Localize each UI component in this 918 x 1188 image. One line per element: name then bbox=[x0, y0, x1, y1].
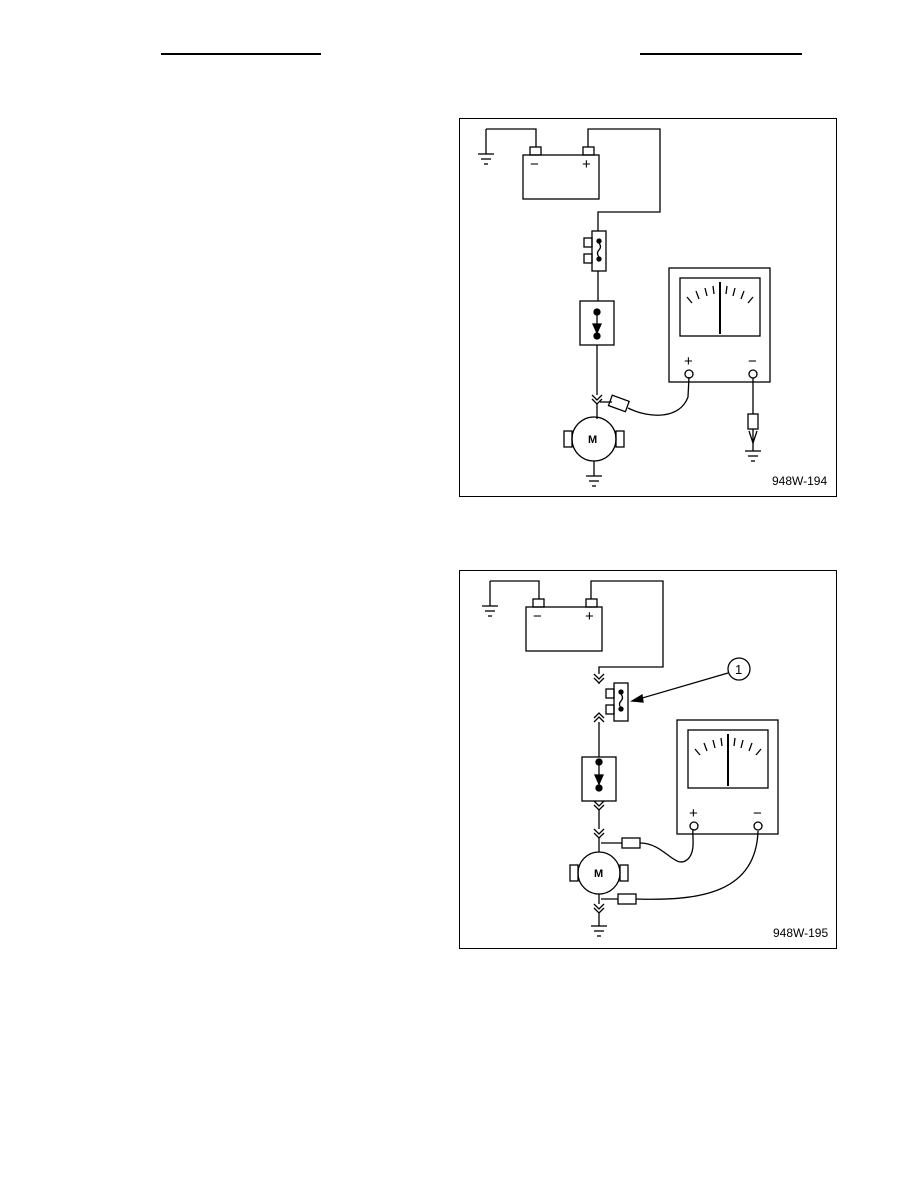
meter-plus-label: + bbox=[689, 805, 698, 822]
battery-minus-label: − bbox=[530, 156, 539, 173]
test-lead-negative bbox=[745, 378, 761, 462]
ground-symbol-battery bbox=[482, 581, 498, 617]
figure-948w-194: − + bbox=[459, 118, 837, 497]
callout-1: 1 bbox=[629, 657, 751, 703]
meter-minus-label: − bbox=[753, 805, 762, 822]
meter-minus-label: − bbox=[748, 353, 757, 370]
motor-icon: M bbox=[569, 851, 629, 895]
header-rule-right bbox=[640, 53, 802, 55]
battery-icon: − + bbox=[522, 146, 600, 200]
circuit-diagram-194: − + bbox=[478, 128, 771, 487]
circuit-breaker-icon bbox=[583, 230, 607, 272]
battery-plus-label: + bbox=[582, 156, 591, 173]
test-lead-positive bbox=[601, 828, 694, 863]
motor-label: M bbox=[588, 434, 597, 446]
figure-948w-195: − + 1 bbox=[459, 570, 837, 949]
header-rule-left bbox=[161, 53, 321, 55]
switch-icon bbox=[579, 300, 615, 346]
battery-icon: − + bbox=[525, 598, 603, 652]
switch-icon bbox=[581, 756, 617, 802]
circuit-diagram-195: − + 1 bbox=[482, 580, 779, 937]
circuit-breaker-icon bbox=[605, 682, 629, 722]
figure-code: 948W-195 bbox=[773, 926, 829, 940]
battery-plus-label: + bbox=[585, 608, 594, 625]
test-lead-negative bbox=[601, 830, 759, 905]
callout-number: 1 bbox=[735, 662, 742, 677]
test-lead-positive bbox=[600, 376, 690, 416]
meter-plus-label: + bbox=[684, 353, 693, 370]
voltmeter-icon: + − bbox=[668, 267, 771, 383]
ground-symbol-battery bbox=[478, 129, 494, 165]
motor-icon: M bbox=[563, 416, 625, 462]
battery-minus-label: − bbox=[533, 608, 542, 625]
motor-label: M bbox=[594, 868, 603, 880]
ground-symbol-motor bbox=[586, 475, 602, 487]
figure-code: 948W-194 bbox=[772, 474, 828, 488]
voltmeter-icon: + − bbox=[676, 719, 779, 835]
ground-symbol-motor bbox=[591, 925, 607, 937]
